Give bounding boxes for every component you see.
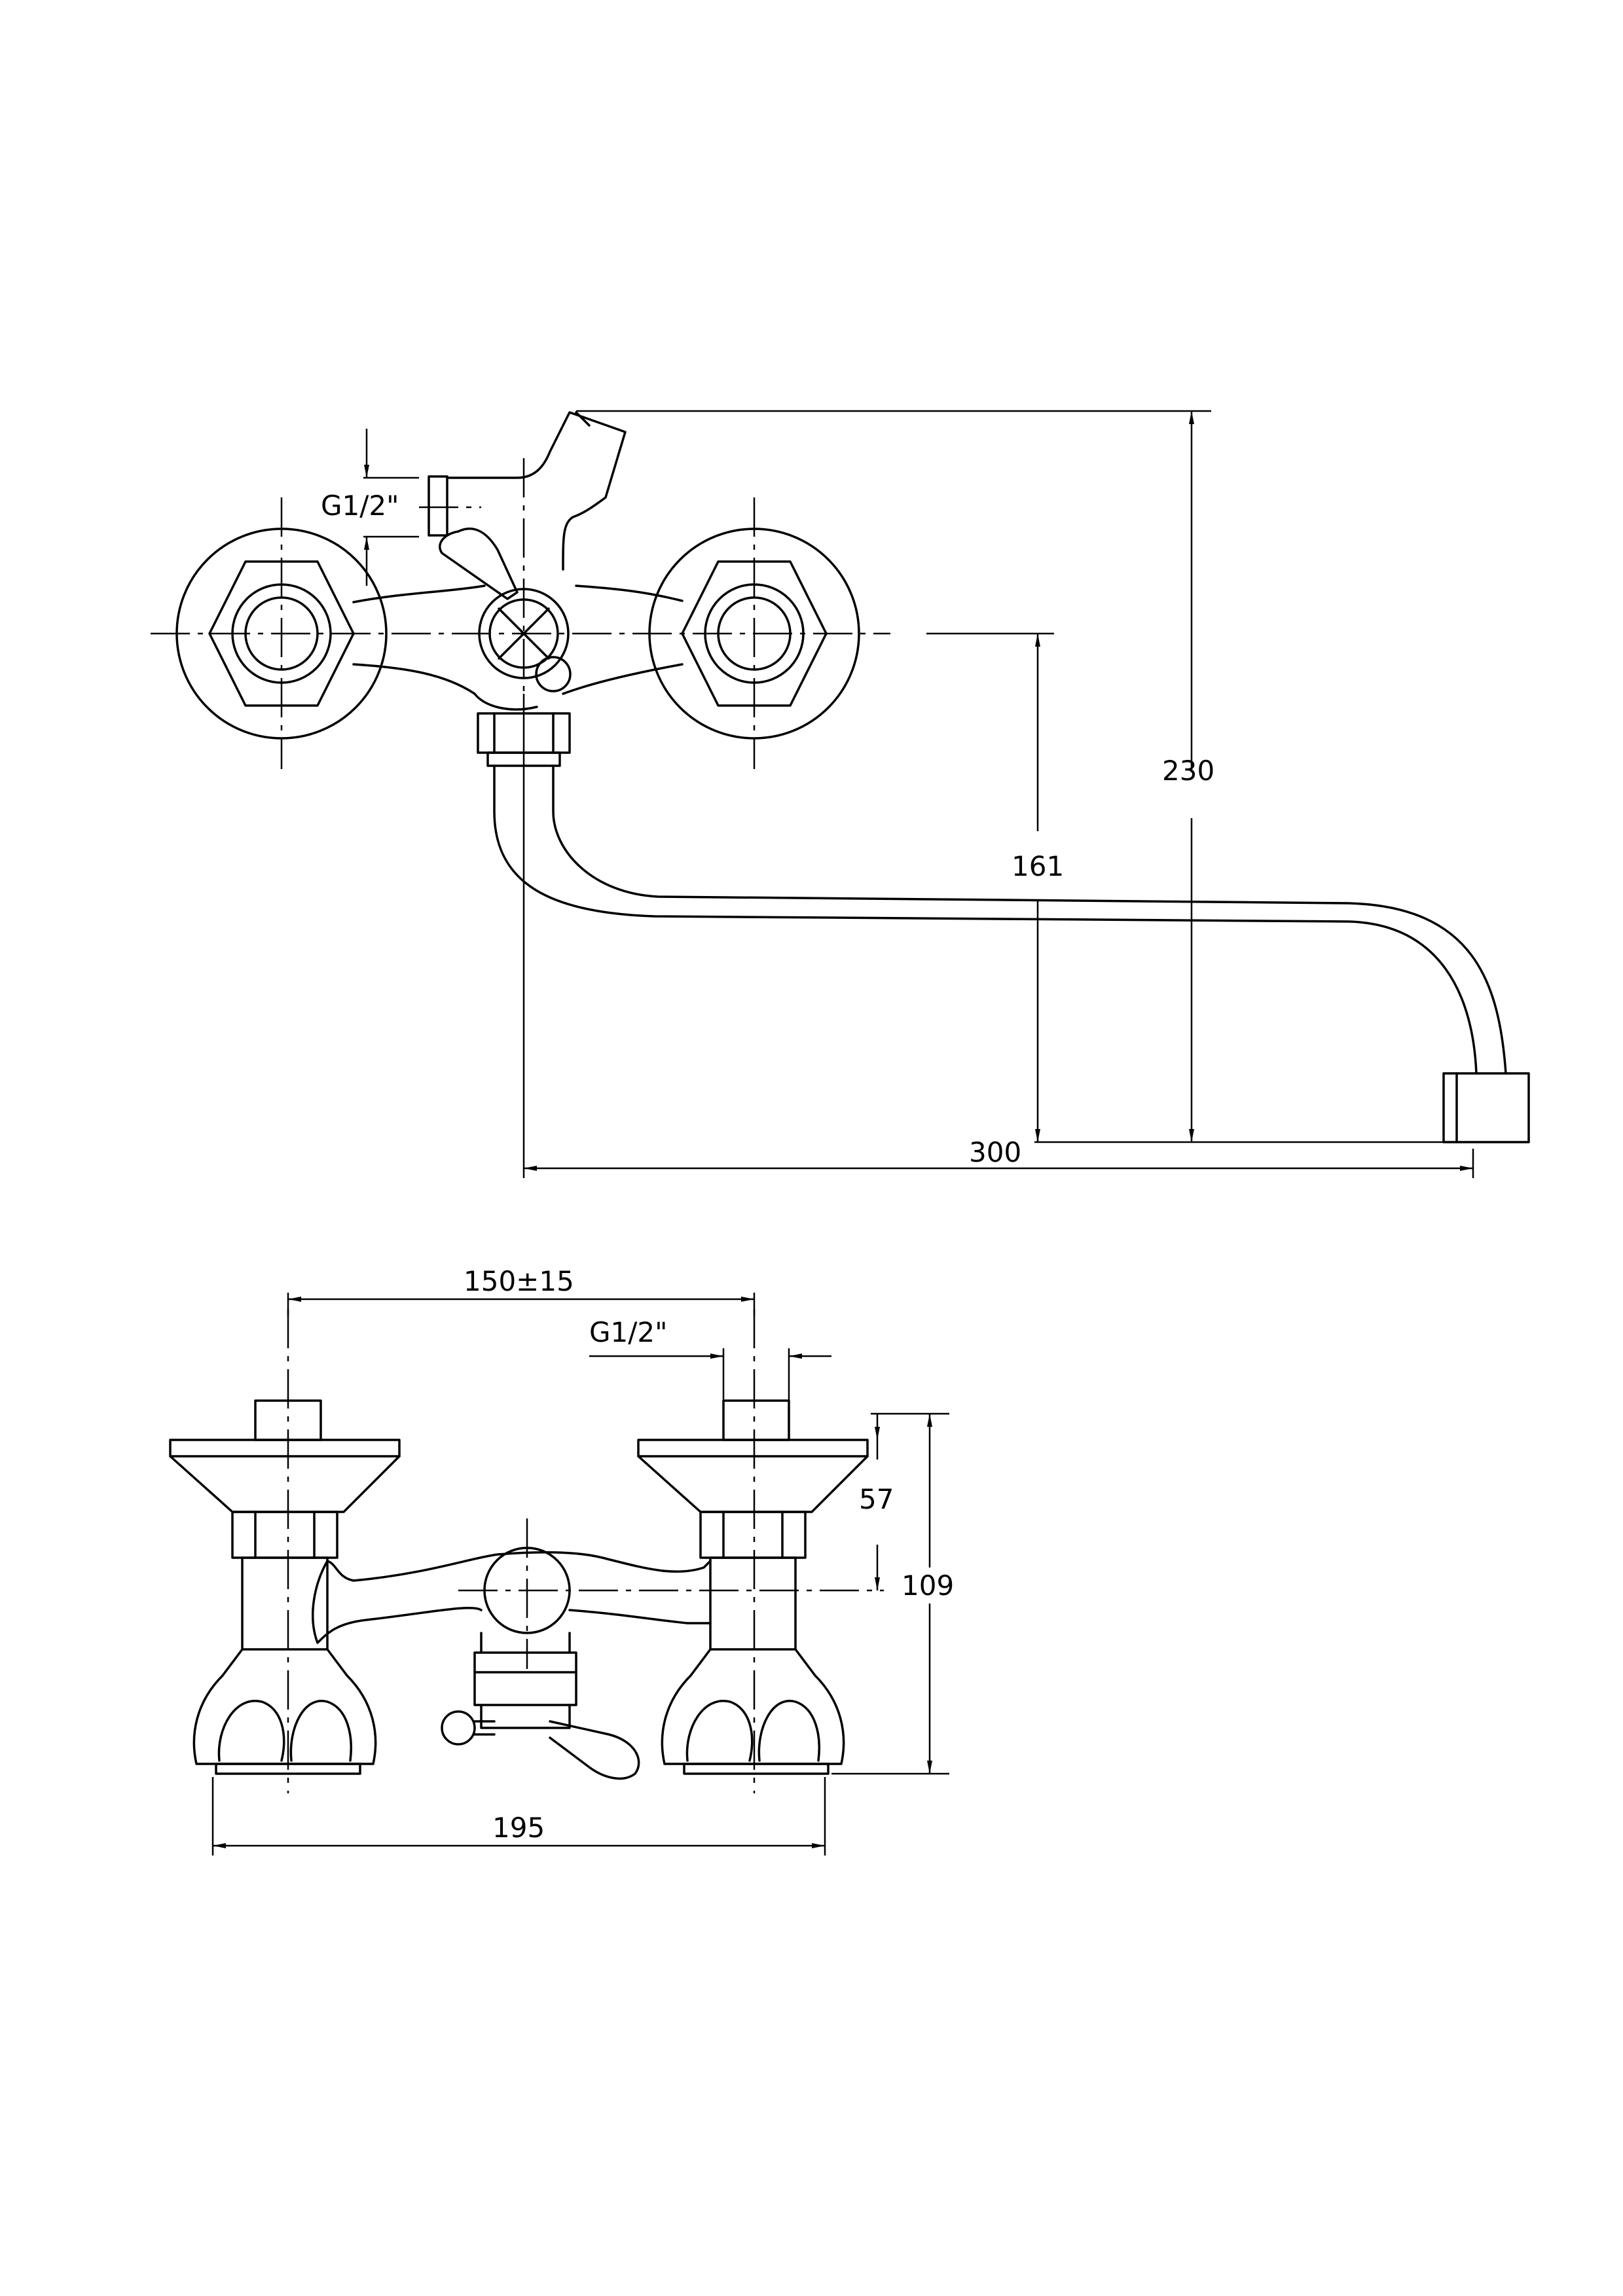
dim-thread-top: G1/2": [321, 429, 419, 586]
front-dim-109: 109: [902, 1570, 954, 1602]
right-valve: [637, 1399, 869, 1775]
front-view: 150±15 G1/2" 57 109: [169, 1265, 954, 1856]
front-thread-label: G1/2": [589, 1316, 667, 1348]
top-thread-label: G1/2": [321, 490, 399, 522]
dim-230: 230: [576, 410, 1214, 1142]
front-mixer-body: [312, 1547, 712, 1729]
front-dim-195: 195: [492, 1812, 545, 1844]
spout: [493, 764, 1530, 1143]
front-dim-150: 150±15: [464, 1265, 574, 1297]
dim-57: 57: [859, 1414, 894, 1590]
dim-109: 109: [831, 1412, 954, 1775]
dim-150: 150±15: [287, 1265, 756, 1316]
dim-thread-front: G1/2": [589, 1316, 831, 1401]
top-dim-230: 230: [1162, 755, 1214, 787]
shower-outlet: [428, 411, 627, 571]
top-dim-300: 300: [969, 1136, 1021, 1168]
mixer-lever: [439, 528, 572, 692]
dim-195: 195: [211, 1777, 826, 1856]
top-view: G1/2" 230 161 300: [151, 410, 1530, 1178]
dim-161: 161: [926, 632, 1444, 1143]
front-dim-57: 57: [859, 1483, 894, 1515]
top-dim-161: 161: [1012, 850, 1064, 882]
front-lever: [441, 1710, 640, 1780]
mixer-body: [352, 584, 684, 711]
dim-300: 300: [522, 694, 1474, 1178]
left-valve: [169, 1399, 401, 1775]
